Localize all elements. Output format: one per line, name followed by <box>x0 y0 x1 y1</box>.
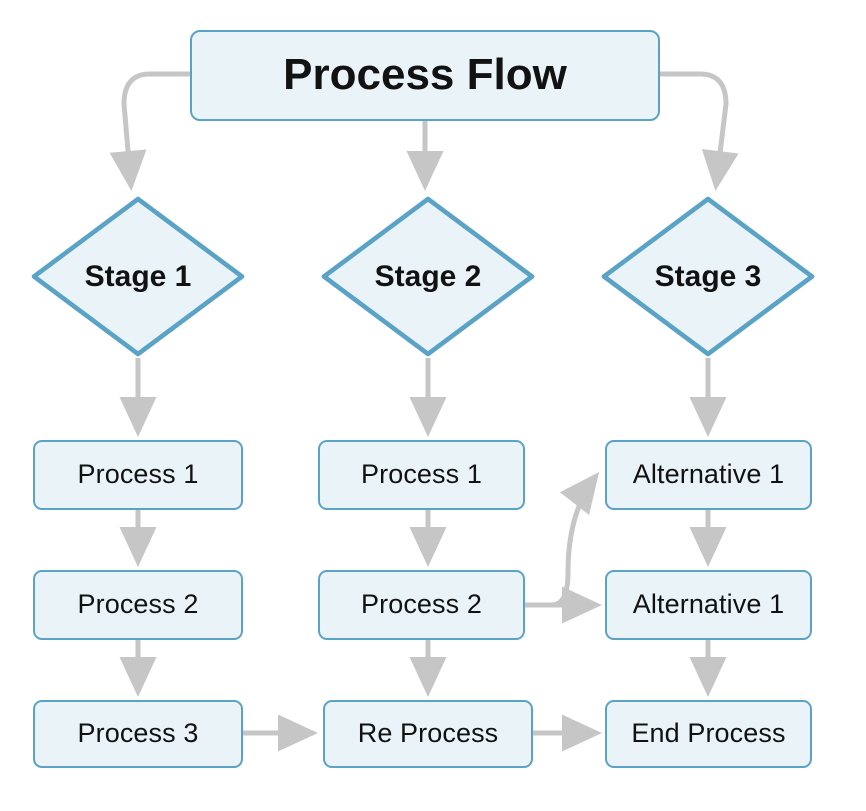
diamond-shape <box>601 196 815 357</box>
node-process-1-center[interactable]: Process 1 <box>318 440 525 510</box>
node-end-process[interactable]: End Process <box>605 700 812 768</box>
node-stage-3[interactable]: Stage 3 <box>600 195 816 358</box>
node-stage-2-label: Stage 2 <box>374 260 482 293</box>
node-process-3-left[interactable]: Process 3 <box>33 700 243 768</box>
node-alternative-1-upper[interactable]: Alternative 1 <box>605 440 812 510</box>
node-process-2-center-label: Process 2 <box>361 589 482 620</box>
node-title-label: Process Flow <box>283 50 567 100</box>
node-alternative-1-upper-label: Alternative 1 <box>632 459 785 490</box>
diamond-shape <box>31 196 245 357</box>
node-alternative-1-lower-label: Alternative 1 <box>632 589 785 620</box>
edge-process2-to-alternative1-upper <box>525 472 600 608</box>
node-title[interactable]: Process Flow <box>190 30 660 121</box>
node-stage-3-label: Stage 3 <box>654 260 762 293</box>
node-process-2-center[interactable]: Process 2 <box>318 570 525 640</box>
node-re-process[interactable]: Re Process <box>323 700 533 768</box>
node-alternative-1-lower[interactable]: Alternative 1 <box>605 570 812 640</box>
node-process-1-center-label: Process 1 <box>361 459 482 490</box>
edge-title-to-stage1 <box>109 71 190 191</box>
diamond-shape <box>321 196 535 357</box>
node-stage-1-label: Stage 1 <box>84 260 192 293</box>
edge-title-to-stage3 <box>660 71 739 191</box>
node-stage-2[interactable]: Stage 2 <box>320 195 536 358</box>
node-process-3-left-label: Process 3 <box>77 718 199 749</box>
node-re-process-label: Re Process <box>357 718 499 749</box>
node-end-process-label: End Process <box>631 718 786 749</box>
node-stage-1[interactable]: Stage 1 <box>30 195 246 358</box>
node-process-1-left[interactable]: Process 1 <box>33 440 243 510</box>
node-process-2-left-label: Process 2 <box>77 589 199 620</box>
node-process-2-left[interactable]: Process 2 <box>33 570 243 640</box>
node-process-1-left-label: Process 1 <box>77 459 199 490</box>
